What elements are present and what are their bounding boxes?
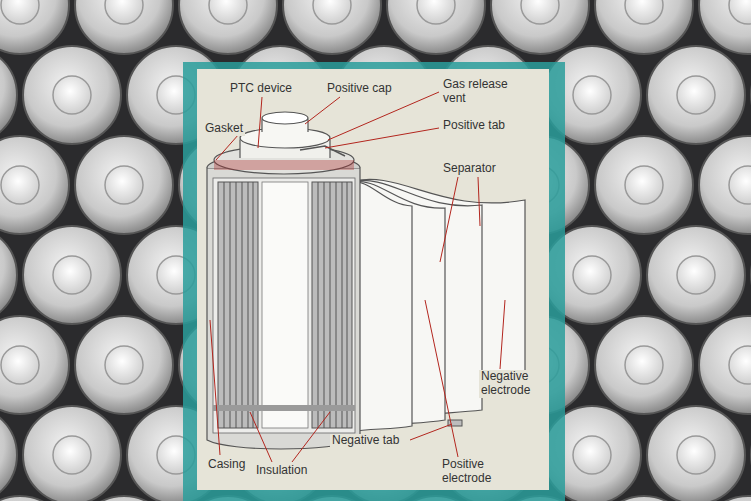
- cell-terminal: [105, 346, 143, 384]
- part-label: PTC device: [228, 82, 294, 96]
- cell-top: [179, 0, 277, 54]
- cell-terminal: [53, 76, 91, 114]
- cell-terminal: [53, 256, 91, 294]
- cell-top: [387, 0, 485, 54]
- cell-top: [23, 226, 121, 324]
- cell-terminal: [677, 76, 715, 114]
- cell-terminal: [1, 166, 39, 204]
- cell-top: [0, 46, 17, 144]
- cell-terminal: [677, 436, 715, 474]
- cell-terminal: [521, 0, 559, 24]
- cell-top: [699, 316, 751, 414]
- part-label: Negative electrode: [479, 370, 545, 398]
- part-label: Gasket: [203, 122, 245, 136]
- cell-top: [647, 46, 745, 144]
- cell-terminal: [729, 0, 751, 24]
- cell-terminal: [729, 346, 751, 384]
- cell-top: [647, 406, 745, 501]
- part-label: Positive tab: [441, 119, 507, 133]
- cell-top: [595, 316, 693, 414]
- cell-terminal: [625, 346, 663, 384]
- cell-top: [699, 136, 751, 234]
- cell-terminal: [1, 0, 39, 24]
- cell-top: [0, 0, 69, 54]
- cell-top: [699, 0, 751, 54]
- cell-top: [0, 406, 17, 501]
- cell-top: [75, 136, 173, 234]
- cell-top: [0, 496, 69, 501]
- cell-top: [491, 0, 589, 54]
- cell-top: [75, 496, 173, 501]
- cell-top: [0, 136, 69, 234]
- cell-top: [23, 46, 121, 144]
- cell-terminal: [677, 256, 715, 294]
- part-label: Insulation: [254, 464, 309, 478]
- cell-top: [595, 496, 693, 501]
- part-label: Separator: [441, 162, 498, 176]
- cell-terminal: [729, 166, 751, 204]
- cell-top: [283, 0, 381, 54]
- cell-terminal: [105, 166, 143, 204]
- part-label: Gas release vent: [441, 78, 523, 106]
- cell-top: [699, 496, 751, 501]
- cell-terminal: [573, 436, 611, 474]
- cell-top: [647, 226, 745, 324]
- cell-terminal: [1, 346, 39, 384]
- cell-terminal: [53, 436, 91, 474]
- cell-terminal: [105, 0, 143, 24]
- cell-top: [595, 136, 693, 234]
- cell-top: [595, 0, 693, 54]
- part-label: Casing: [206, 458, 247, 472]
- part-label: Positive cap: [325, 82, 394, 96]
- cell-top: [23, 406, 121, 501]
- cell-terminal: [313, 0, 351, 24]
- cell-terminal: [209, 0, 247, 24]
- cell-terminal: [573, 76, 611, 114]
- cell-terminal: [417, 0, 455, 24]
- cell-top: [75, 316, 173, 414]
- cell-top: [75, 0, 173, 54]
- cell-terminal: [625, 166, 663, 204]
- part-label: Negative tab: [330, 434, 401, 448]
- cell-top: [0, 316, 69, 414]
- part-label: Positive electrode: [440, 458, 506, 486]
- cell-terminal: [573, 256, 611, 294]
- cell-top: [0, 226, 17, 324]
- cell-terminal: [625, 0, 663, 24]
